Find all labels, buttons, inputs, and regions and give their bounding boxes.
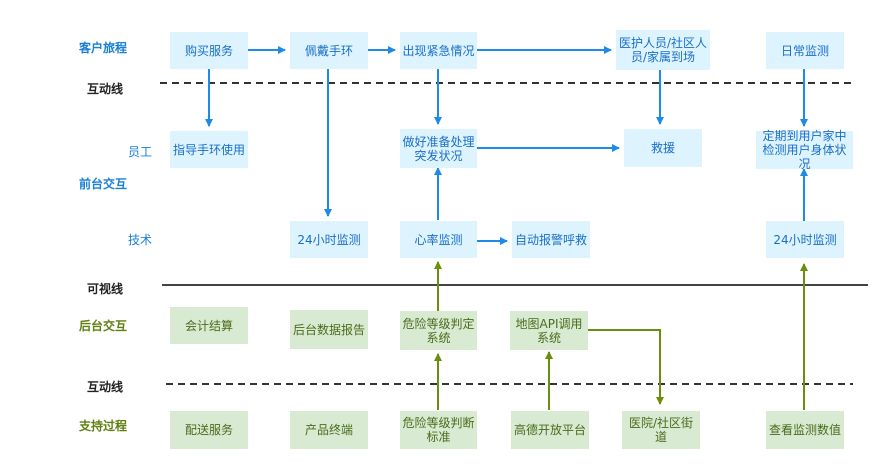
node-daily-monitor: 日常监测 bbox=[766, 32, 844, 69]
lane-customer-journey: 客户旅程 bbox=[79, 41, 128, 55]
node-monitor-24h-a: 24小时监测 bbox=[290, 221, 368, 258]
lane-technology: 技术 bbox=[128, 233, 153, 247]
node-delivery: 配送服务 bbox=[170, 411, 248, 449]
lane-backstage: 后台交互 bbox=[79, 319, 128, 333]
node-emergency: 出现紧急情况 bbox=[400, 32, 477, 69]
lane-interaction-line-1: 互动线 bbox=[87, 82, 124, 96]
node-heart-rate: 心率监测 bbox=[400, 221, 477, 258]
node-monitor-24h-b: 24小时监测 bbox=[766, 221, 844, 258]
node-home-check: 定期到用户家中检测用户身体状况 bbox=[756, 129, 853, 171]
lane-frontstage: 前台交互 bbox=[79, 177, 128, 191]
node-view-monitor: 查看监测数值 bbox=[766, 411, 844, 449]
lane-interaction-line-2: 互动线 bbox=[87, 380, 124, 394]
node-prepare: 做好准备处理突发状况 bbox=[400, 129, 477, 168]
node-product-terminal: 产品终端 bbox=[290, 411, 368, 449]
arrow-api-to-hospital bbox=[588, 329, 664, 405]
node-auto-alarm: 自动报警呼救 bbox=[512, 221, 590, 258]
node-accounting: 会计结算 bbox=[170, 307, 248, 344]
lane-visibility-line: 可视线 bbox=[87, 282, 124, 296]
lane-support: 支持过程 bbox=[79, 419, 128, 433]
node-buy-service: 购买服务 bbox=[170, 32, 248, 69]
node-staff-arrive: 医护人员/社区人员/家属到场 bbox=[616, 30, 710, 70]
node-amap-platform: 高德开放平台 bbox=[511, 411, 589, 449]
node-risk-judge: 危险等级判定系统 bbox=[400, 311, 477, 350]
node-rescue: 救援 bbox=[624, 129, 702, 167]
node-backend-report: 后台数据报告 bbox=[290, 310, 368, 349]
node-guide-band: 指导手环使用 bbox=[170, 131, 248, 168]
node-wear-band: 佩戴手环 bbox=[290, 32, 368, 69]
node-map-api: 地图API调用系统 bbox=[510, 311, 588, 350]
lane-employee: 员工 bbox=[128, 145, 153, 159]
node-hospital: 医院/社区街道 bbox=[622, 411, 700, 449]
node-risk-standard: 危险等级判断标准 bbox=[400, 411, 477, 449]
